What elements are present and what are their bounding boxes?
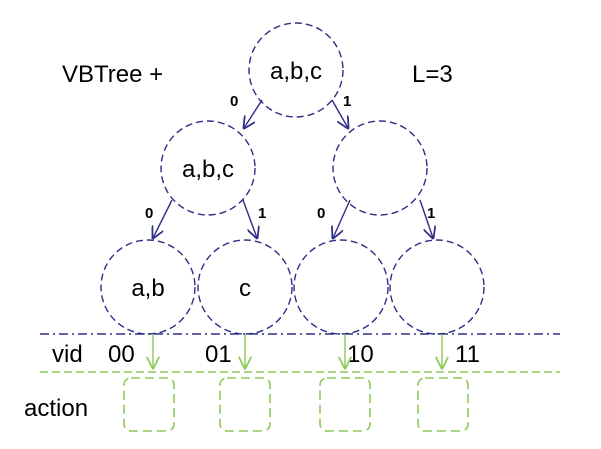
edge-root-right: [331, 99, 348, 128]
edge-right-right: [419, 199, 433, 238]
vid-11: 11: [455, 341, 480, 368]
leaf-00-label: a,b: [131, 275, 164, 302]
level-parameter: L=3: [412, 61, 453, 88]
node-left: [160, 120, 256, 216]
edge-label-right-left: 0: [317, 205, 325, 222]
edge-label-left-right: 1: [258, 205, 266, 222]
node-leaf-00: [100, 239, 196, 335]
edge-label-right-right: 1: [427, 205, 435, 222]
action-box-00: [123, 377, 175, 432]
vid-00: 00: [108, 341, 135, 368]
edge-left-right: [242, 199, 257, 238]
node-labels: a,b,c a,b,c a,b c: [131, 58, 322, 302]
vid-10: 10: [347, 341, 374, 368]
node-right: [332, 120, 428, 216]
node-left-label: a,b,c: [182, 156, 234, 183]
action-arrows: [153, 334, 442, 368]
edge-label-left-left: 0: [145, 205, 153, 222]
action-box-10: [319, 377, 371, 432]
vid-row-label: vid: [52, 341, 83, 368]
vid-values: 00 01 10 11: [108, 341, 480, 368]
tree-nodes: [100, 22, 485, 335]
action-boxes: [123, 377, 469, 432]
edge-left-left: [153, 199, 173, 238]
node-leaf-10: [293, 239, 389, 335]
edge-root-left: [244, 99, 263, 128]
leaf-01-label: c: [239, 275, 251, 302]
node-root: [248, 22, 344, 118]
node-leaf-11: [389, 239, 485, 335]
node-leaf-01: [197, 239, 293, 335]
tree-edges: [153, 99, 433, 238]
edge-right-left: [333, 199, 351, 238]
node-root-label: a,b,c: [270, 58, 322, 85]
action-box-11: [417, 377, 469, 432]
diagram-title: VBTree +: [62, 61, 163, 88]
edge-labels: 0 1 0 1 0 1: [145, 93, 435, 222]
action-row-label: action: [24, 395, 88, 422]
vid-01: 01: [205, 341, 232, 368]
edge-label-root-right: 1: [343, 93, 351, 110]
action-box-01: [219, 377, 271, 432]
edge-label-root-left: 0: [230, 93, 238, 110]
